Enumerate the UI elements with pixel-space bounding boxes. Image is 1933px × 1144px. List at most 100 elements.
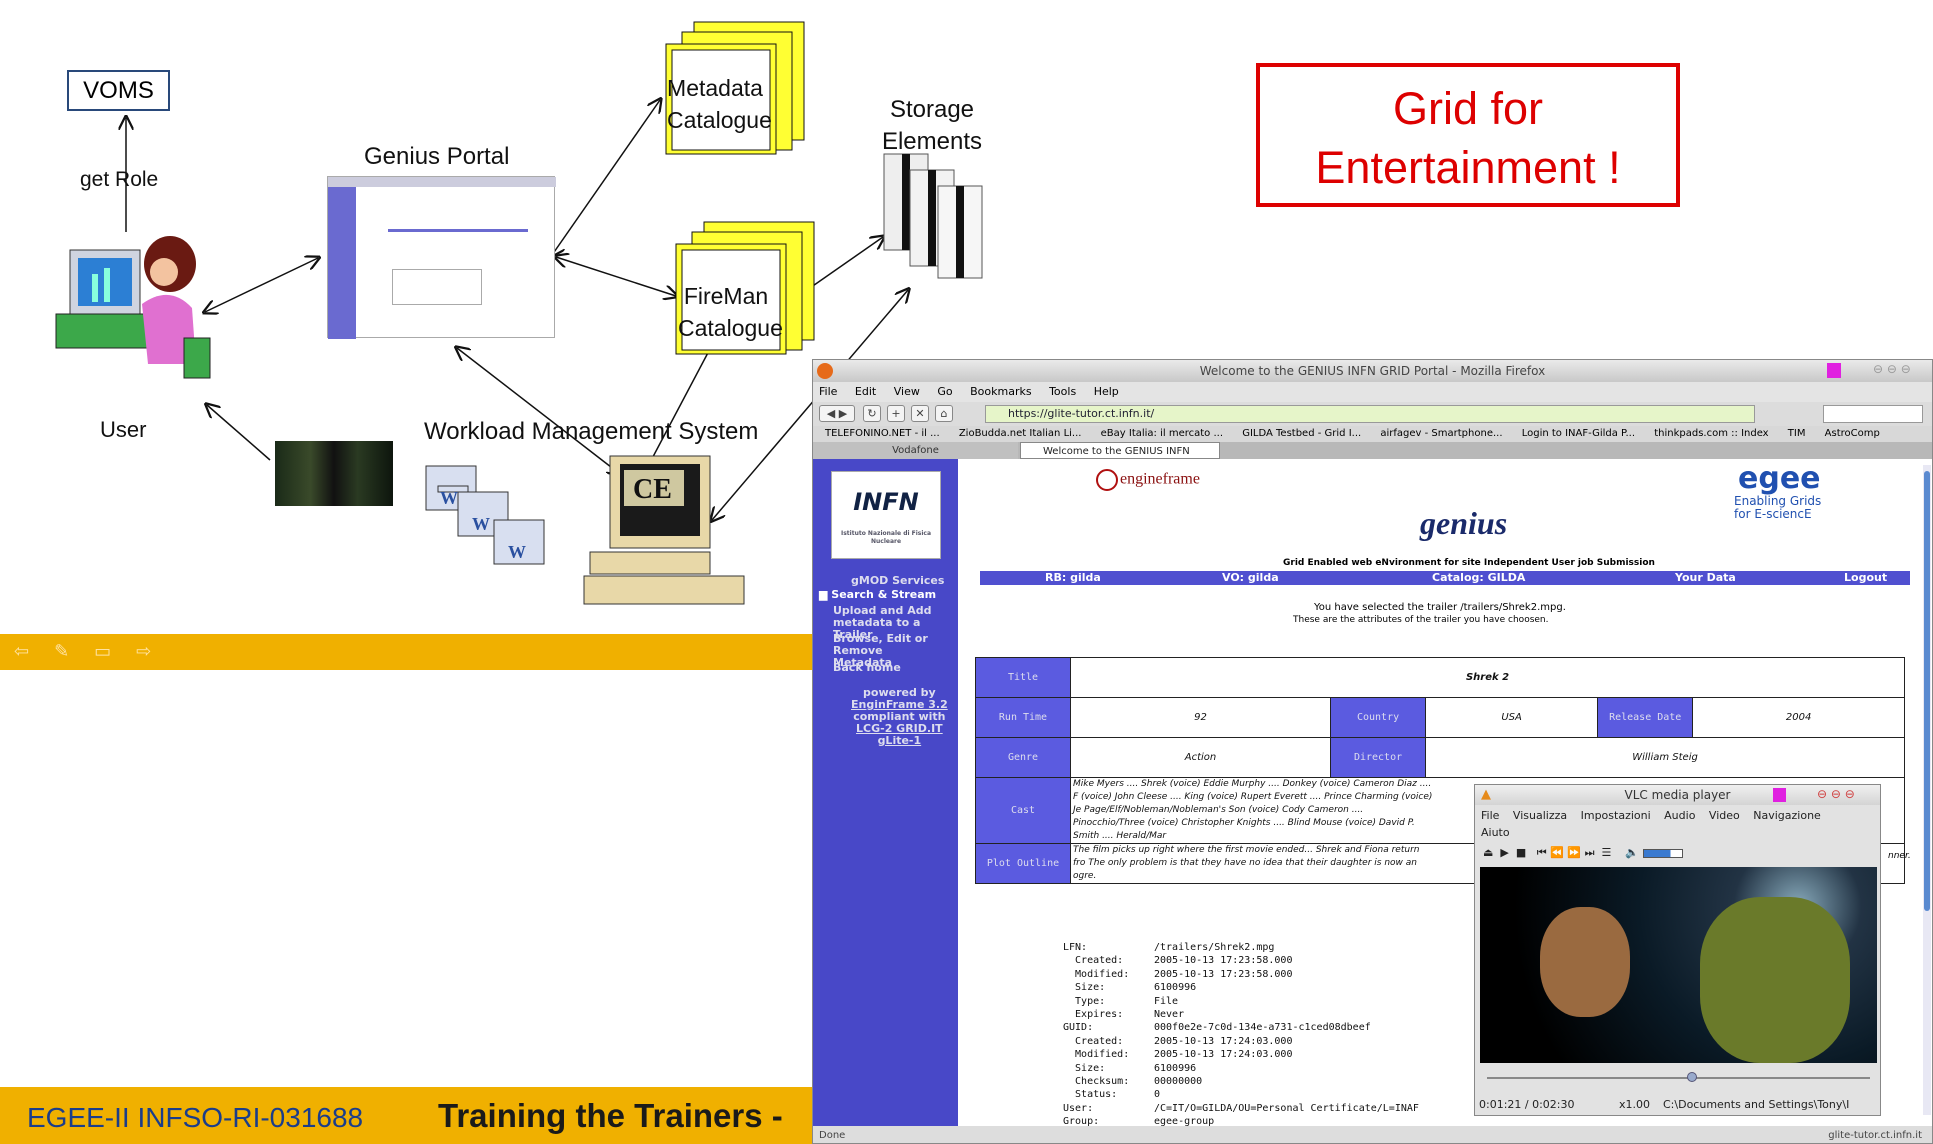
get-role-label: get Role — [80, 168, 159, 191]
playlist-icon[interactable]: ☰ — [1601, 846, 1612, 859]
vlc-window-controls-icon[interactable]: ⊖ ⊖ ⊖ — [1817, 787, 1855, 801]
search-input[interactable] — [1823, 405, 1923, 423]
tab-strip: Vodafone Welcome to the GENIUS INFN GRI.… — [813, 442, 1932, 474]
director-value: William Steig — [1425, 737, 1905, 778]
stop-button[interactable]: ✕ — [911, 405, 929, 422]
bookmark-item[interactable]: thinkpads.com :: Index — [1654, 428, 1769, 439]
sidebar-item-back-home[interactable]: Back home — [833, 661, 901, 674]
footer-title: Training the Trainers - — [438, 1097, 783, 1134]
lfn-keys: LFN: Created: Modified: Size: Type: Expi… — [1063, 942, 1135, 1141]
play-icon[interactable]: ▶ — [1500, 846, 1509, 859]
portal-header-bar: RB: gilda VO: gilda Catalog: GILDA Your … — [980, 571, 1910, 585]
menu-bookmarks[interactable]: Bookmarks — [970, 385, 1032, 398]
bookmark-item[interactable]: eBay Italia: il mercato ... — [1100, 428, 1224, 439]
shrek2-frame-fiona — [1540, 907, 1630, 1017]
url-input[interactable]: https://glite-tutor.ct.infn.it/ — [985, 405, 1755, 423]
sidebar-item-search-stream[interactable]: ▆ Search & Stream — [819, 588, 937, 601]
bookmark-item[interactable]: GILDA Testbed - Grid I... — [1242, 428, 1362, 439]
bookmark-item[interactable]: TIM — [1787, 428, 1806, 439]
volume-icon[interactable]: 🔈 — [1625, 846, 1640, 859]
bookmark-item[interactable]: airfagev - Smartphone... — [1380, 428, 1503, 439]
bookmark-item[interactable]: AstroComp — [1824, 428, 1880, 439]
new-tab-button[interactable]: + — [887, 405, 905, 422]
forward-icon[interactable]: ⏩ — [1567, 846, 1582, 859]
window-badge-icon — [1773, 788, 1786, 802]
firefox-nav-bar: ◀ ▶ ↻ + ✕ ⌂ https://glite-tutor.ct.infn.… — [813, 402, 1932, 426]
previous-icon[interactable]: ⏮ — [1536, 846, 1547, 859]
firefox-window: Welcome to the GENIUS INFN GRID Portal -… — [812, 359, 1933, 1144]
bookmark-item[interactable]: ZioBudda.net Italian Li... — [958, 428, 1082, 439]
tab-genius[interactable]: Welcome to the GENIUS INFN GRI... — [1020, 442, 1220, 474]
scrollbar[interactable] — [1923, 465, 1931, 1115]
your-data-link[interactable]: Your Data — [1675, 571, 1736, 584]
menu-tools[interactable]: Tools — [1049, 385, 1077, 398]
vlc-menu-video[interactable]: Video — [1708, 809, 1740, 822]
firefox-title-bar: Welcome to the GENIUS INFN GRID Portal -… — [813, 360, 1932, 382]
genre-header: Genre — [975, 737, 1071, 778]
cast-header: Cast — [975, 777, 1071, 844]
table-row: Genre Action Director William Steig — [975, 737, 1905, 778]
volume-slider[interactable] — [1642, 848, 1683, 858]
menu-help[interactable]: Help — [1093, 385, 1119, 398]
svg-text:W: W — [440, 488, 458, 508]
logout-link[interactable]: Logout — [1844, 571, 1888, 584]
next-icon[interactable]: ⏭ — [1584, 846, 1595, 859]
country-value: USA — [1425, 697, 1599, 738]
menu-file[interactable]: File — [819, 385, 838, 398]
bookmark-item[interactable]: TELEFONINO.NET - il ... — [825, 428, 940, 439]
director-header: Director — [1330, 737, 1427, 778]
vlc-menu-audio[interactable]: Audio — [1664, 809, 1696, 822]
vlc-cone-icon: ▲ — [1481, 787, 1491, 802]
glite-link[interactable]: gLite-1 — [877, 734, 922, 747]
eject-icon[interactable]: ⏏ — [1483, 846, 1494, 859]
catalog-label: Catalog: GILDA — [1432, 571, 1526, 584]
tab-vodafone[interactable]: Vodafone — [813, 442, 1018, 459]
vlc-video-frame[interactable] — [1480, 867, 1877, 1063]
window-controls-icon[interactable]: ⊖ ⊖ ⊖ — [1873, 362, 1911, 376]
slide-footer — [0, 1087, 820, 1144]
enginframe-link[interactable]: EnginFrame 3.2 — [851, 698, 948, 711]
country-header: Country — [1330, 697, 1427, 738]
home-button[interactable]: ⌂ — [935, 405, 953, 422]
vlc-menu-visualizza[interactable]: Visualizza — [1512, 809, 1568, 822]
speed-display: x1.00 — [1619, 1098, 1651, 1111]
time-display: 0:01:21 / 0:02:30 — [1479, 1098, 1575, 1111]
lcg2-link[interactable]: LCG-2 GRID.IT — [856, 722, 943, 735]
rewind-icon[interactable]: ⏪ — [1550, 846, 1564, 859]
plot-overflow-text: nner. — [1888, 851, 1911, 861]
vlc-menu-file[interactable]: File — [1481, 809, 1500, 822]
reload-button[interactable]: ↻ — [863, 405, 881, 422]
genius-portal-label: Genius Portal — [364, 143, 510, 170]
seek-handle[interactable] — [1687, 1072, 1697, 1082]
seek-bar[interactable] — [1487, 1077, 1870, 1079]
svg-text:W: W — [508, 542, 526, 562]
window-badge-icon — [1827, 363, 1841, 378]
lfn-values: /trailers/Shrek2.mpg 2005-10-13 17:23:58… — [1154, 942, 1419, 1141]
genius-logo: genius — [1420, 505, 1508, 541]
menu-view[interactable]: View — [893, 385, 920, 398]
stop-icon[interactable]: ■ — [1515, 846, 1527, 859]
menu-edit[interactable]: Edit — [854, 385, 877, 398]
metadata-catalogue-icon — [665, 21, 805, 155]
slide-nav-icons[interactable]: ⇦ ✎ ▭ ⇨ — [14, 641, 162, 661]
vlc-status-bar: 0:01:21 / 0:02:30 x1.00 C:\Documents and… — [1475, 1095, 1880, 1115]
file-path: C:\Documents and Settings\Tony\I — [1663, 1098, 1850, 1111]
back-forward-button[interactable]: ◀ ▶ — [819, 405, 855, 422]
runtime-header: Run Time — [975, 697, 1071, 738]
fireman-catalogue-icon — [675, 221, 815, 355]
firefox-icon — [817, 363, 833, 379]
title-value: Shrek 2 — [1070, 657, 1905, 698]
vlc-menu-aiuto[interactable]: Aiuto — [1481, 826, 1510, 839]
bookmark-item[interactable]: Login to INAF-Gilda P... — [1521, 428, 1636, 439]
vlc-menu-impostazioni[interactable]: Impostazioni — [1580, 809, 1651, 822]
wms-label: Workload Management System — [424, 418, 759, 445]
vlc-menu-navigazione[interactable]: Navigazione — [1753, 809, 1821, 822]
menu-go[interactable]: Go — [937, 385, 953, 398]
sidebar-powered-by: powered by EnginFrame 3.2 compliant with… — [851, 686, 948, 747]
footer-project-id: EGEE-II INFSO-RI-031688 — [27, 1102, 364, 1133]
